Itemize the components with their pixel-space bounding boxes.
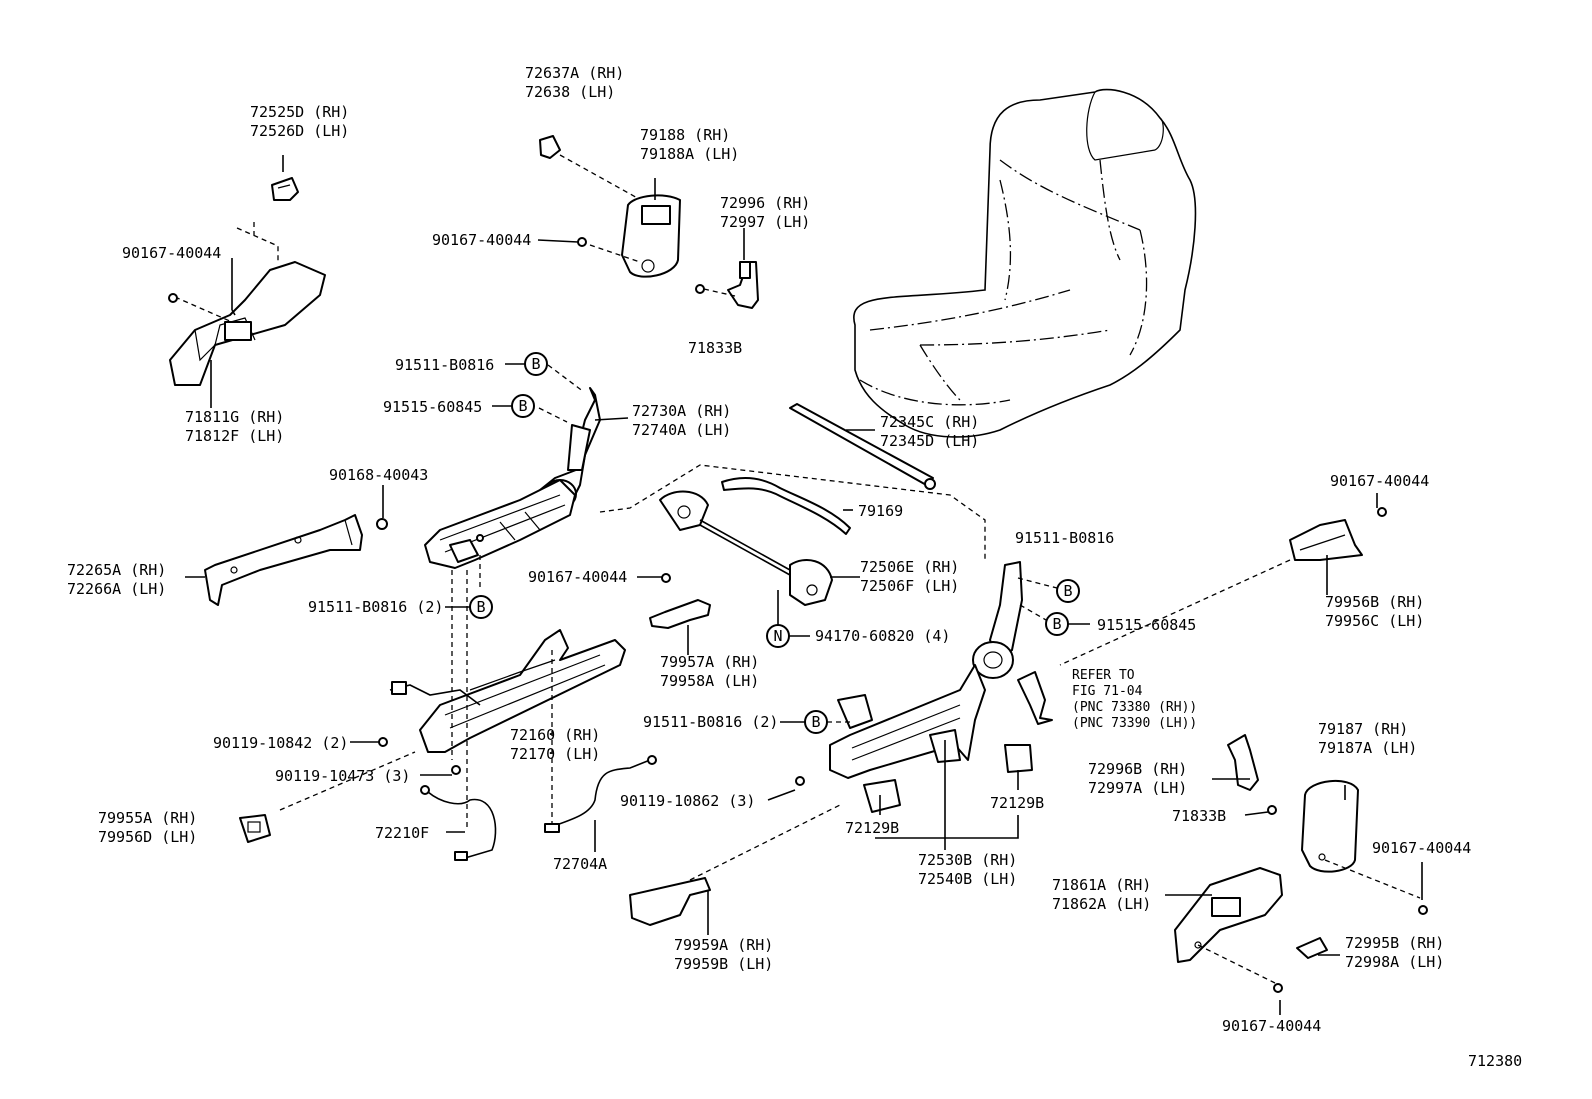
part-label-90167: 90167-40044 — [528, 568, 627, 586]
part-label-79955: 79955A (RH)79956D (LH) — [98, 809, 197, 846]
part-label-72210: 72210F — [375, 824, 429, 842]
side-trim-part — [204, 514, 363, 606]
seat-adjuster-track — [389, 629, 626, 753]
part-label-79169: 79169 — [858, 502, 903, 520]
seat-outline — [853, 88, 1197, 438]
callout-b: B — [780, 710, 850, 734]
callout-b: B — [445, 595, 493, 619]
svg-text:B: B — [1063, 582, 1072, 600]
shield-cover-part — [169, 261, 326, 386]
torsion-bar-part — [659, 490, 833, 606]
svg-text:B: B — [476, 598, 485, 616]
part-label-91511: 91511-B0816 (2) — [643, 713, 778, 731]
part-label-72265: 72265A (RH)72266A (LH) — [67, 561, 166, 598]
part-label-72637: 72637A (RH)72638 (LH) — [525, 64, 624, 101]
part-label-72730: 72730A (RH)72740A (LH) — [632, 402, 731, 439]
part-label-72995: 72995B (RH)72998A (LH) — [1345, 934, 1444, 971]
part-label-72129: 72129B — [990, 794, 1044, 812]
clip-part — [239, 814, 271, 843]
part-label-90167: 90167-40044 — [1372, 839, 1471, 857]
part-label-71833: 71833B — [1172, 807, 1226, 825]
front-cover-part — [629, 877, 711, 926]
part-label-90167: 90167-40044 — [432, 231, 531, 249]
svg-text:B: B — [531, 355, 540, 373]
part-labels: 72637A (RH)72638 (LH) 72525D (RH)72526D … — [67, 64, 1522, 1070]
callout-b: B — [1017, 577, 1080, 603]
part-label-71833: 71833B — [688, 339, 742, 357]
part-label-90167: 90167-40044 — [1330, 472, 1429, 490]
part-label-72530: 72530B (RH)72540B (LH) — [918, 851, 1017, 888]
part-label-94170: 94170-60820 (4) — [815, 627, 950, 645]
part-label-72345: 72345C (RH)72345D (LH) — [880, 413, 979, 450]
part-label-72704: 72704A — [553, 855, 607, 873]
part-label-72160: 72160 (RH)72170 (LH) — [510, 726, 600, 763]
part-label-72996b: 72996B (RH)72997A (LH) — [1088, 760, 1187, 797]
lumbar-rod-part — [721, 477, 851, 535]
part-label-91511: 91511-B0816 — [1015, 529, 1114, 547]
part-label-91511: 91511-B0816 (2) — [308, 598, 443, 616]
buckle-part — [1017, 671, 1053, 725]
part-label-71861: 71861A (RH)71862A (LH) — [1052, 876, 1151, 913]
recliner-bracket-part — [972, 561, 1023, 679]
part-label-79957: 79957A (RH)79958A (LH) — [660, 653, 759, 690]
cover-part — [1301, 779, 1359, 873]
svg-text:B: B — [518, 397, 527, 415]
seat-track-right — [829, 664, 986, 779]
part-label-90167: 90167-40044 — [122, 244, 221, 262]
callout-b: B — [1019, 604, 1090, 636]
bracket-cover-part — [1289, 519, 1363, 561]
figure-number: 712380 — [1468, 1052, 1522, 1070]
callout-b: B — [505, 352, 548, 376]
part-label-90119: 90119-10473 (3) — [275, 767, 410, 785]
part-label-72996: 72996 (RH)72997 (LH) — [720, 194, 810, 231]
shield-cover-part — [1174, 867, 1283, 963]
bracket-part — [1227, 734, 1259, 791]
part-label-72525: 72525D (RH)72526D (LH) — [250, 103, 349, 140]
link-part — [649, 599, 711, 629]
part-label-90119: 90119-10842 (2) — [213, 734, 348, 752]
part-label-90119: 90119-10862 (3) — [620, 792, 755, 810]
part-label-72506: 72506E (RH)72506F (LH) — [860, 558, 959, 595]
cover-part — [621, 194, 681, 278]
part-label-79188: 79188 (RH)79188A (LH) — [640, 126, 739, 163]
svg-text:B: B — [1052, 615, 1061, 633]
part-label-79956: 79956B (RH)79956C (LH) — [1325, 593, 1424, 630]
callout-b: B — [492, 394, 535, 418]
leader-lines — [185, 155, 1423, 1015]
cap-part — [863, 744, 1033, 813]
bracket-part — [727, 261, 759, 309]
part-label-79187: 79187 (RH)79187A (LH) — [1318, 720, 1417, 757]
part-label-71811: 71811G (RH)71812F (LH) — [185, 408, 284, 445]
part-label-91511: 91511-B0816 — [395, 356, 494, 374]
seat-rod-part — [789, 403, 936, 490]
callout-n: N — [766, 624, 810, 648]
clip-part — [539, 135, 561, 159]
part-label-72129: 72129B — [845, 819, 899, 837]
svg-text:B: B — [811, 713, 820, 731]
svg-text:N: N — [773, 627, 782, 645]
part-label-90167: 90167-40044 — [1222, 1017, 1321, 1035]
clip-part — [1296, 937, 1328, 959]
seat-track-frame — [424, 479, 576, 569]
cable-part — [420, 785, 497, 861]
part-label-91515: 91515-60845 — [383, 398, 482, 416]
clip-part — [271, 177, 299, 201]
part-label-79959: 79959A (RH)79959B (LH) — [674, 936, 773, 973]
part-label-91515: 91515-60845 — [1097, 616, 1196, 634]
part-label-90168: 90168-40043 — [329, 466, 428, 484]
release-cable-part — [544, 755, 657, 833]
